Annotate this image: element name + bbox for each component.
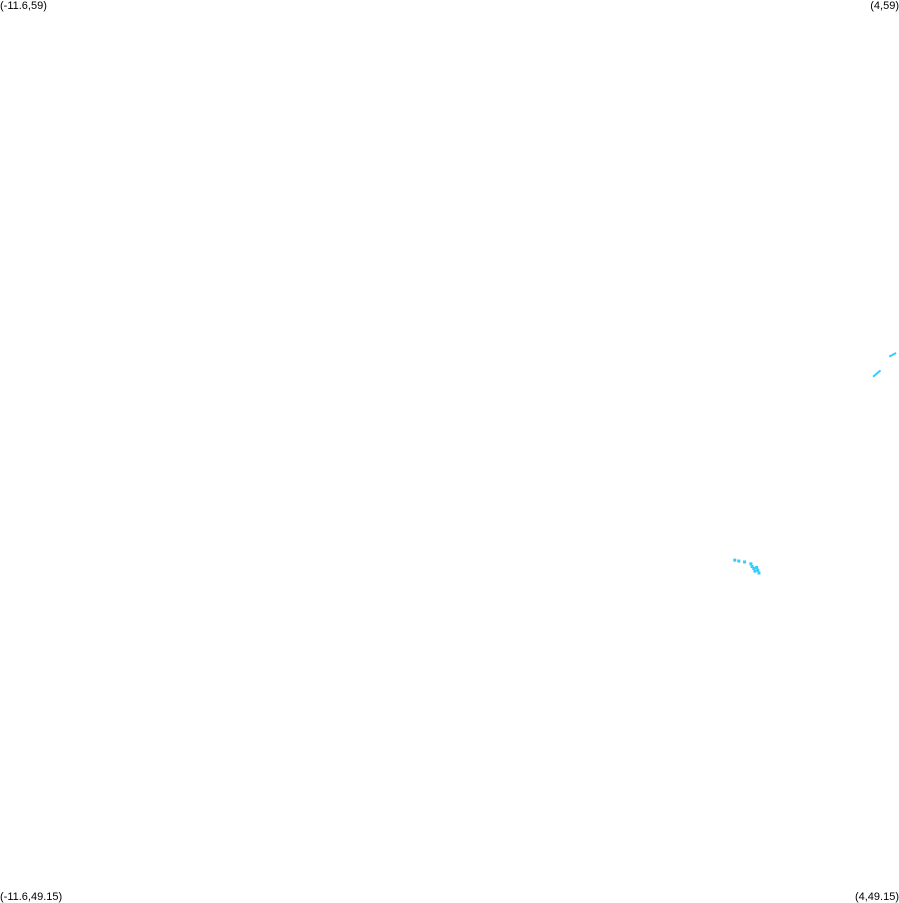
map-feature-point-5 [749,562,753,566]
map-feature-point-2 [733,558,737,562]
corner-label-top-left: (-11.6,59) [0,0,47,12]
corner-label-top-right: (4,59) [870,0,899,12]
corner-label-bottom-right: (4,49.15) [854,891,899,903]
map-feature-point-7 [752,566,756,570]
map-feature-point-4 [743,560,747,564]
map-feature-point-3 [737,559,741,563]
map-feature-line-1 [872,369,882,378]
map-feature-point-11 [757,571,761,575]
map-feature-point-9 [755,565,759,569]
corner-label-bottom-left: (-11.6,49.15) [0,891,63,903]
map-feature-point-6 [750,565,754,569]
map-feature-point-8 [753,569,757,573]
map-feature-line-0 [888,352,897,358]
map-feature-point-10 [756,568,760,572]
